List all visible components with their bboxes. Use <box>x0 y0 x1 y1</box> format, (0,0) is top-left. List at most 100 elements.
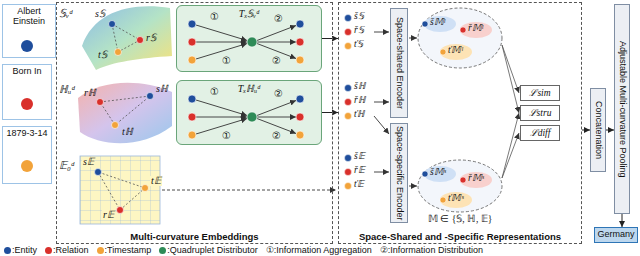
legend-text: :Quadruplet Distributor <box>167 246 258 255</box>
timestamp-box: 1879-3-14 <box>2 126 52 184</box>
encoder-outputs <box>409 38 417 186</box>
representation-panel: Space-Shared and -Specific Representatio… <box>338 2 582 244</box>
tangent-fill <box>176 5 322 72</box>
output-box: Germany <box>594 227 638 243</box>
math-label: ť𝕄ˡ <box>448 46 463 56</box>
manifold-points <box>95 21 154 214</box>
entity-box: Albert Einstein <box>2 4 56 58</box>
math-label: ť𝕄ˢ <box>448 194 463 204</box>
euclidean-arrow <box>162 190 336 191</box>
math-label: ℍᵤᵈ <box>59 84 75 95</box>
legend: :Entity :Relation :Timestamp :Quadruplet Di… <box>4 245 483 255</box>
encoder-inputs <box>374 32 389 172</box>
legend-item: :Timestamp <box>97 246 152 255</box>
output-clusters <box>418 8 502 212</box>
math-label: 𝕊ᵥᵈ <box>59 8 73 19</box>
math-label: ť𝕊 <box>354 40 363 50</box>
math-label: rℍ <box>84 88 96 98</box>
encoder-box: Space-shared Encoder <box>390 8 408 118</box>
tangent-space-box: Tₓ𝕊ᵥᵈ <box>176 5 322 72</box>
connector <box>582 130 590 131</box>
step-number: ① <box>210 12 219 22</box>
legend-text: :Timestamp <box>105 246 152 255</box>
math-label: ť𝔼 <box>354 180 364 190</box>
panel-title: Space-Shared and -Specific Representatio… <box>339 232 581 242</box>
math-label: t𝔼 <box>150 176 162 186</box>
legend-item: :Quadruplet Distributor <box>159 246 258 255</box>
math-label: 𝔼₀ᵈ <box>59 160 74 171</box>
math-label: sℍ <box>156 84 168 94</box>
node-label: Concatenation <box>593 101 603 159</box>
manifold-links <box>98 24 150 210</box>
math-label: ťℍ <box>354 110 364 120</box>
legend-text: :Relation <box>53 246 89 255</box>
step-number: ② <box>274 14 283 24</box>
math-label: š𝕄ˢ <box>430 168 446 178</box>
math-label: s𝕊 <box>95 9 105 19</box>
legend-item: :Entity <box>4 246 37 255</box>
loss-box: ℒstru <box>520 105 560 121</box>
step-number: ② <box>274 89 283 99</box>
node-label: Germany <box>597 230 634 240</box>
node-label: ℒstru <box>529 108 552 118</box>
node-label: Space-specific Encoder <box>394 126 404 221</box>
connector <box>322 38 338 39</box>
concat-box: Concatenation <box>590 88 606 172</box>
step-number: ② <box>272 131 281 141</box>
legend-swatch <box>159 247 166 254</box>
relation-box: Born In <box>2 64 52 120</box>
euclidean-plane <box>80 156 160 224</box>
legend-swatch <box>4 247 11 254</box>
math-label: r𝕊 <box>146 33 156 43</box>
math-label: š𝔼 <box>354 152 365 162</box>
math-label: š𝕄ˡ <box>430 18 445 28</box>
node-label: Born In <box>12 67 41 77</box>
embedding-panel: Multi-curvature Embeddings Tₓ𝕊ᵥᵈTₓℍᵤᵈ <box>56 2 333 244</box>
math-label: ř𝕊 <box>354 26 364 36</box>
panel-title: Multi-curvature Embeddings <box>57 232 332 242</box>
math-label: ř𝔼 <box>354 166 365 176</box>
tangent-space-box: Tₓℍᵤᵈ <box>176 80 322 145</box>
math-label: s𝔼 <box>82 157 95 167</box>
loss-links <box>502 45 519 178</box>
math-label: t𝕊 <box>98 50 107 60</box>
math-label: 𝕄 ∈ {𝕊, ℍ, 𝔼} <box>428 215 492 225</box>
math-label: r𝔼 <box>102 210 115 220</box>
legend-swatch <box>45 247 52 254</box>
node-label: 1879-3-14 <box>6 129 47 139</box>
step-number: ① <box>210 87 219 97</box>
node-label: Space-shared Encoder <box>394 17 404 109</box>
math-label: š𝕊 <box>354 12 364 22</box>
math-label: ř𝕄ˢ <box>468 174 484 184</box>
step-number: ① <box>222 131 231 141</box>
connector <box>606 130 614 131</box>
loss-box: ℒsim <box>520 85 560 101</box>
entity-dots <box>21 40 33 172</box>
hyperbolic-manifold <box>78 83 172 143</box>
node-label: Adjustable Multi-curvature Pooling <box>617 41 627 178</box>
loss-box: ℒdiff <box>520 125 560 141</box>
legend-note: ②:Information Distribution <box>380 246 483 255</box>
math-label: tℍ <box>122 127 133 137</box>
math-label: řℍ <box>354 96 365 106</box>
math-label: šℍ <box>354 82 365 92</box>
node-label: Albert Einstein <box>3 7 55 27</box>
tangent-fill <box>176 80 322 145</box>
legend-note: ①:Information Aggregation <box>266 246 372 255</box>
pooling-box: Adjustable Multi-curvature Pooling <box>614 4 630 214</box>
step-number: ② <box>272 56 281 66</box>
node-label: Tₓ𝕊ᵥᵈ <box>239 8 259 19</box>
encoder-box: Space-specific Encoder <box>390 123 408 224</box>
space-points <box>345 15 352 190</box>
math-label: ř𝕄ˡ <box>468 24 483 34</box>
connector <box>622 214 623 227</box>
connector <box>322 112 338 113</box>
legend-text: :Entity <box>12 246 37 255</box>
spherical-manifold <box>82 6 172 70</box>
legend-item: :Relation <box>45 246 89 255</box>
node-label: ℒdiff <box>530 128 551 138</box>
node-label: ℒsim <box>529 88 550 98</box>
node-label: Tₓℍᵤᵈ <box>238 83 260 94</box>
legend-swatch <box>97 247 104 254</box>
step-number: ① <box>222 56 231 66</box>
